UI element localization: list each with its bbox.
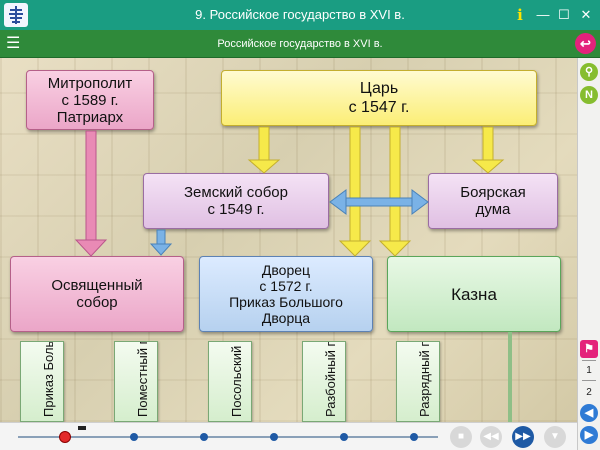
page-1-button[interactable]: 1 bbox=[586, 365, 592, 376]
close-button[interactable]: ✕ bbox=[580, 7, 592, 22]
arrow-tsar-to-treasury bbox=[378, 126, 412, 257]
treasury-box[interactable]: Казна bbox=[387, 256, 561, 332]
info-icon[interactable]: i bbox=[517, 6, 523, 24]
arrow-zemsky-to-council bbox=[149, 229, 173, 256]
timeline-bar: ■ ◀◀ ▶▶ ▼ bbox=[0, 422, 577, 450]
holy-council-box[interactable]: Освященный собор bbox=[10, 256, 184, 332]
palace-box[interactable]: Дворец с 1572 г. Приказ Большого Дворца bbox=[199, 256, 373, 332]
boyar-duma-box[interactable]: Боярская дума bbox=[428, 173, 558, 229]
nav-prev-icon[interactable]: ◀ bbox=[580, 404, 598, 422]
timeline-position-marker bbox=[78, 426, 86, 430]
stop-icon[interactable]: ■ bbox=[450, 426, 472, 448]
menu-icon[interactable]: ☰ bbox=[6, 35, 21, 52]
rewind-icon[interactable]: ◀◀ bbox=[480, 426, 502, 448]
tsar-box[interactable]: Царь с 1547 г. bbox=[221, 70, 537, 126]
minimize-button[interactable]: — bbox=[536, 7, 550, 22]
prikaz-box-2[interactable]: Поместный приказ bbox=[114, 341, 158, 422]
prikaz-box-3[interactable]: Посольский приказ bbox=[208, 341, 252, 422]
timeline-track[interactable] bbox=[18, 426, 438, 443]
lesson-header: ☰ Российское государство в XVI в. ↩ bbox=[0, 30, 600, 58]
diagram-arrows bbox=[74, 126, 512, 422]
prikaz-box-4[interactable]: Разбойный приказ bbox=[302, 341, 346, 422]
page-divider bbox=[582, 360, 596, 361]
arrow-tsar-to-duma bbox=[471, 126, 505, 174]
metropolitan-box[interactable]: Митрополит с 1589 г. Патриарх bbox=[26, 70, 154, 130]
arrow-tsar-to-zemsky bbox=[247, 126, 281, 174]
forward-icon[interactable]: ▶▶ bbox=[512, 426, 534, 448]
maximize-button[interactable]: ☐ bbox=[558, 7, 570, 22]
title-bar: 9. Российское государство в XVI в. i — ☐… bbox=[0, 0, 600, 30]
timeline-stop[interactable] bbox=[200, 433, 208, 441]
arrow-tsar-to-palace bbox=[338, 126, 372, 257]
lesson-subtitle: Российское государство в XVI в. bbox=[217, 38, 383, 50]
nav-next-icon[interactable]: ▶ bbox=[580, 426, 598, 444]
prikaz-box-5[interactable]: Разрядный приказ bbox=[396, 341, 440, 422]
flag-icon[interactable]: ⚑ bbox=[580, 340, 598, 358]
page-divider bbox=[582, 380, 596, 381]
arrow-zemsky-duma-link bbox=[329, 189, 429, 215]
timeline-stop[interactable] bbox=[340, 433, 348, 441]
exit-lesson-button[interactable]: ↩ bbox=[575, 33, 596, 54]
window-title: 9. Российское государство в XVI в. bbox=[195, 7, 405, 22]
arrow-metropolitan-to-council bbox=[74, 130, 108, 257]
zemsky-sobor-box[interactable]: Земский собор с 1549 г. bbox=[143, 173, 329, 229]
timeline-stop[interactable] bbox=[130, 433, 138, 441]
search-icon[interactable]: ⚲ bbox=[580, 63, 598, 81]
prikaz-box-1[interactable]: Приказ Большого прихода bbox=[20, 341, 64, 422]
right-tool-panel: ⚲ N ⚑ 1 2 ◀ ▶ bbox=[577, 58, 600, 450]
page-2-button[interactable]: 2 bbox=[586, 387, 592, 398]
timeline-stop[interactable] bbox=[410, 433, 418, 441]
skip-down-icon[interactable]: ▼ bbox=[544, 426, 566, 448]
app-logo-icon bbox=[4, 3, 28, 27]
timeline-stop[interactable] bbox=[270, 433, 278, 441]
notes-icon[interactable]: N bbox=[580, 86, 598, 104]
timeline-handle[interactable] bbox=[59, 431, 71, 443]
